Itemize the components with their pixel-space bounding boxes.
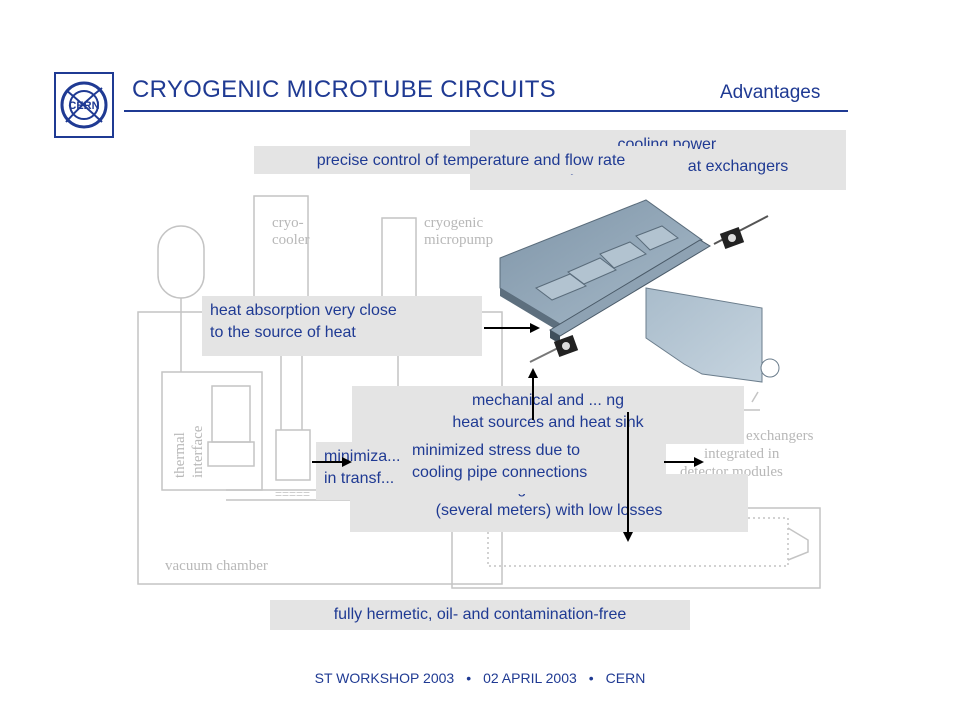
callout-heat-absorption: heat absorption very close to the source… xyxy=(202,296,482,356)
footer-event: ST WORKSHOP 2003 xyxy=(314,670,455,686)
footer-separator: • xyxy=(466,670,472,686)
micropump-label-1: cryogenic xyxy=(424,215,484,231)
cern-logo: CERN xyxy=(54,72,114,138)
callout-minimized-stress: minimized stress due to cooling pipe con… xyxy=(404,436,666,494)
cryocooler-label-2: cooler xyxy=(272,232,310,248)
logo-text: CERN xyxy=(68,100,99,112)
section-label: Advantages xyxy=(720,82,821,103)
footer: ST WORKSHOP 2003 • 02 APRIL 2003 • CERN xyxy=(0,670,960,686)
cryocooler-label-1: cryo- xyxy=(272,215,304,231)
microchannel-plate-illustration xyxy=(499,199,780,383)
heat-exchanger-label-1: exchangers xyxy=(746,428,814,444)
header-rule xyxy=(124,110,848,112)
footer-org: CERN xyxy=(605,670,646,686)
slide-title: CRYOGENIC MICROTUBE CIRCUITS xyxy=(132,76,556,103)
micropump-label-2: micropump xyxy=(424,232,494,248)
callout-precise-control: precise control of temperature and flow … xyxy=(254,146,688,174)
svg-text:=====: ===== xyxy=(275,487,310,501)
footer-date: 02 APRIL 2003 xyxy=(483,670,577,686)
callout-minimized-losses: minimiza... in transf... xyxy=(316,442,410,500)
vacuum-chamber-label: vacuum chamber xyxy=(165,558,268,574)
heat-exchanger-label-2: integrated in xyxy=(704,446,780,462)
callout-fully-hermetic: fully hermetic, oil- and contamination-f… xyxy=(270,600,690,630)
footer-separator: • xyxy=(588,670,594,686)
